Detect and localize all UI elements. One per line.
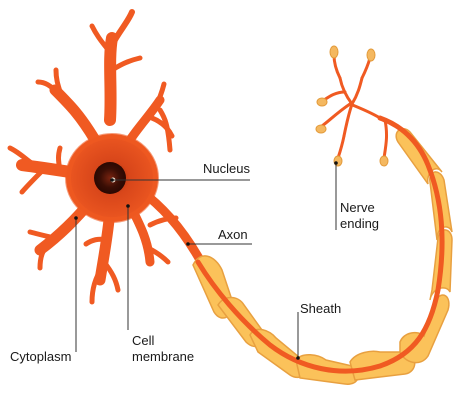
label-sheath: Sheath <box>300 301 341 316</box>
label-cytoplasm: Cytoplasm <box>10 349 71 364</box>
label-cell-membrane-line1: Cell <box>132 333 155 348</box>
label-nucleus: Nucleus <box>203 161 250 176</box>
label-nerve-ending-line1: Nerve <box>340 200 375 215</box>
axon-terminal <box>322 55 387 158</box>
label-axon: Axon <box>218 227 248 242</box>
label-cell-membrane-line2: membrane <box>132 349 194 364</box>
nucleus <box>94 162 126 194</box>
axon-core <box>198 118 442 371</box>
label-nerve-ending-line2: ending <box>340 216 379 231</box>
